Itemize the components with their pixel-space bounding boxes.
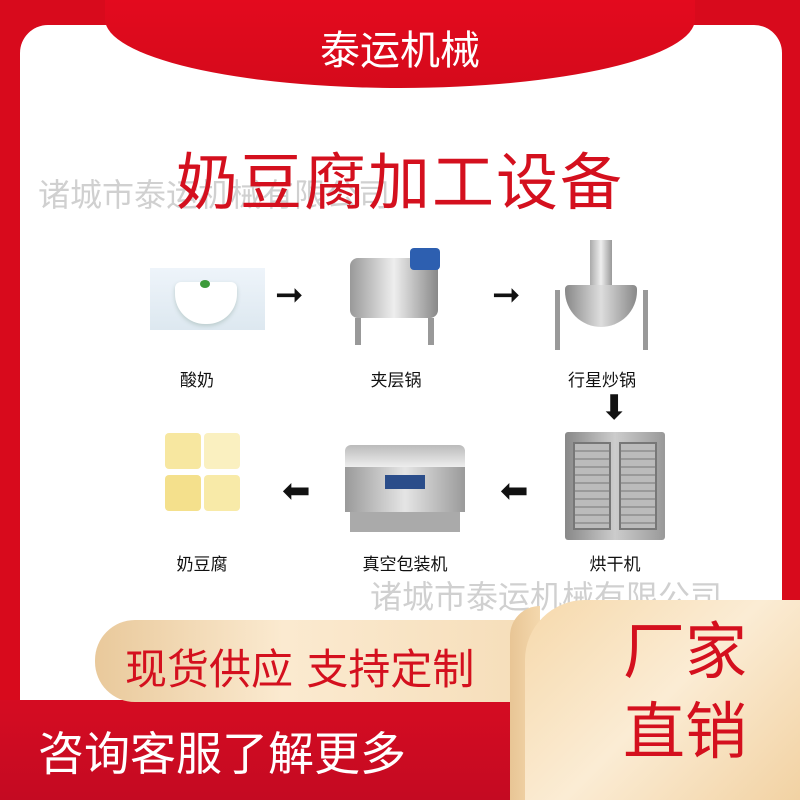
- jacketed-kettle-image: [340, 240, 452, 345]
- arrow-down-icon: ⬇: [600, 388, 629, 428]
- step-label: 行星炒锅: [568, 371, 636, 391]
- slogan-scroll: [95, 620, 565, 702]
- factory-direct-badge: 厂家 直销: [610, 612, 760, 772]
- step-label: 奶豆腐: [176, 555, 228, 575]
- arrow-right-icon: ➞: [275, 275, 304, 315]
- dryer-image: [565, 432, 665, 540]
- badge-line: 直销: [622, 695, 747, 768]
- badge-line: 厂家: [622, 615, 747, 688]
- vacuum-packer-image: [345, 440, 465, 535]
- yogurt-image: [150, 268, 265, 330]
- badge-panel: [525, 600, 800, 800]
- brand-title: 泰运机械: [320, 28, 480, 74]
- page-title: 奶豆腐加工设备: [175, 146, 624, 219]
- step-label: 夹层锅: [370, 371, 422, 391]
- contact-cta[interactable]: 咨询客服了解更多: [38, 727, 406, 781]
- arrow-left-icon: ⬅: [282, 471, 311, 511]
- arrow-left-icon: ⬅: [500, 471, 529, 511]
- milk-tofu-image: [160, 425, 245, 535]
- slogan-text: 现货供应 支持定制: [125, 645, 475, 694]
- planetary-wok-image: [545, 240, 660, 355]
- step-label: 真空包装机: [362, 555, 448, 575]
- step-label: 酸奶: [180, 371, 214, 391]
- step-label: 烘干机: [589, 555, 641, 575]
- arrow-right-icon: ➞: [492, 275, 521, 315]
- watermark: 诸城市泰运机械有限公司: [38, 176, 391, 214]
